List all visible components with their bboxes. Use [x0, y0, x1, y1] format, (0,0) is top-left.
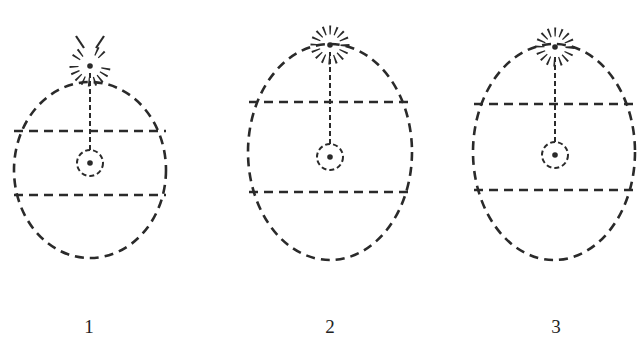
figure-number: 1 [84, 317, 94, 338]
egg-figure [248, 30, 412, 260]
figure-number: 3 [551, 317, 561, 338]
egg-figure [14, 36, 166, 258]
figure-number: 2 [325, 317, 335, 338]
egg-figure [473, 32, 635, 260]
